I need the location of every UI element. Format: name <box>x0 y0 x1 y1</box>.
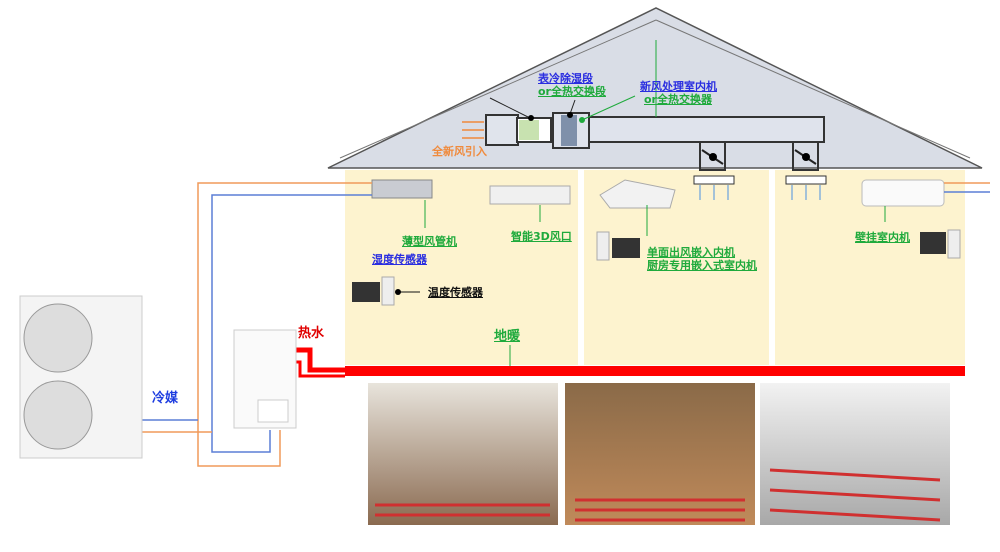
fresh-air-unit-label: 新风处理室内机 <box>640 80 717 93</box>
slim-duct-label: 薄型风管机 <box>402 235 457 248</box>
cassette-label: 单面出风嵌入内机 <box>647 246 735 259</box>
wall-unit-label: 壁挂室内机 <box>855 231 910 244</box>
hot-water-label: 热水 <box>298 326 325 341</box>
heat-exchanger-label: or全热交换器 <box>644 93 712 106</box>
floor-heating-label: 地暖 <box>494 329 521 344</box>
cassette-unit <box>599 179 676 209</box>
refrigerant-label: 冷媒 <box>152 391 179 406</box>
cooling-dehumid-label: 表冷除湿段 <box>538 72 593 85</box>
photo-family-floor <box>565 383 755 525</box>
heat-exchange-section-label: or全热交换段 <box>538 85 606 98</box>
humidity-sensor-label: 湿度传感器 <box>372 253 427 266</box>
photo-floor-install <box>368 383 558 525</box>
slim-duct-unit <box>371 179 433 199</box>
wall-unit <box>861 179 945 207</box>
kitchen-cassette-label: 厨房专用嵌入式室内机 <box>647 259 757 272</box>
photo-heating-pipes <box>760 383 950 525</box>
temperature-sensor-label: 温度传感器 <box>428 286 483 299</box>
smart-vent <box>489 185 571 205</box>
fresh-air-intake-label: 全新风引入 <box>432 145 487 158</box>
smart-vent-label: 智能3D风口 <box>511 230 572 243</box>
